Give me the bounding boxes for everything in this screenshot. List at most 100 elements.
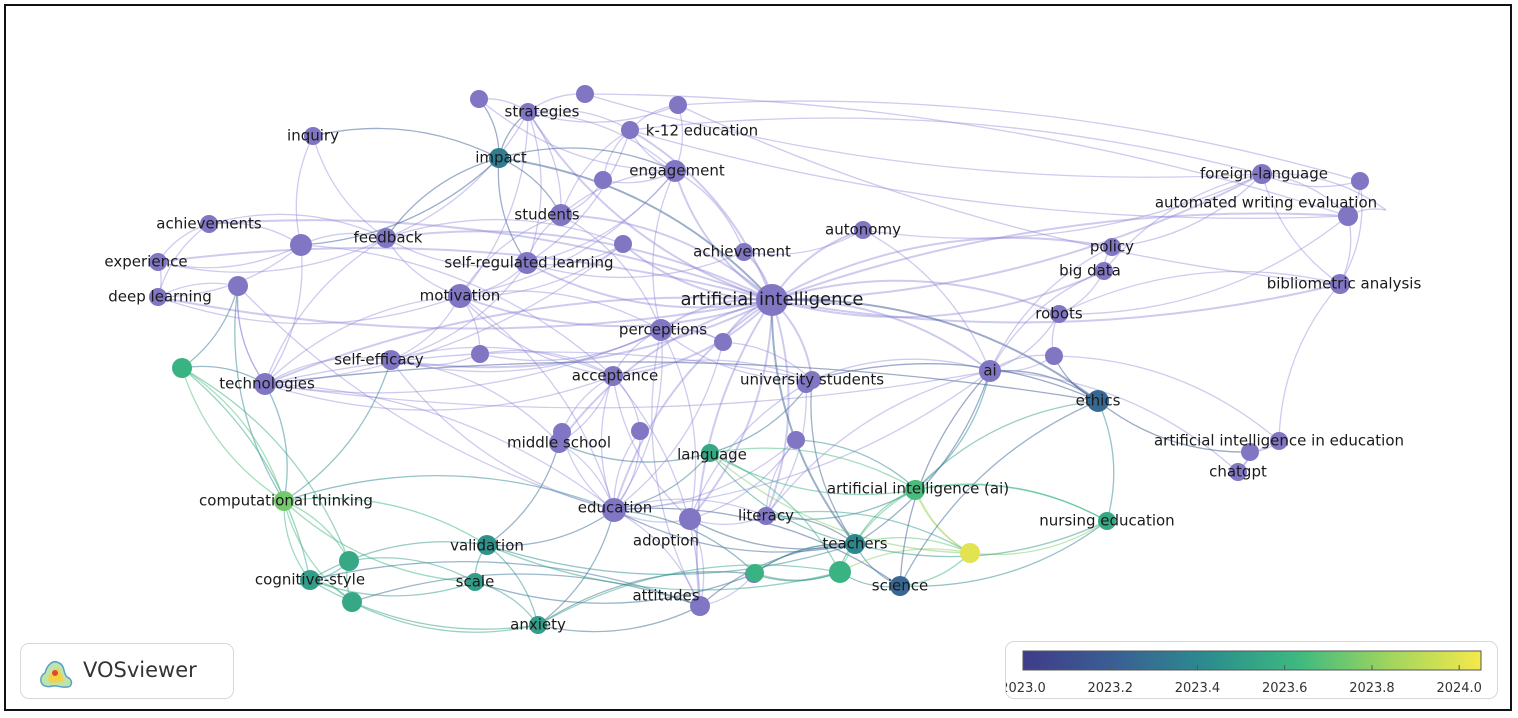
node[interactable] xyxy=(470,90,488,108)
node-label[interactable]: self-regulated learning xyxy=(444,254,613,272)
node-label[interactable]: adoption xyxy=(633,532,699,550)
node-label[interactable]: achievement xyxy=(693,243,791,261)
node-teachers[interactable] xyxy=(845,534,865,554)
node[interactable] xyxy=(1045,347,1063,365)
node-label[interactable]: engagement xyxy=(629,162,725,180)
node-label[interactable]: technologies xyxy=(219,375,315,393)
node[interactable] xyxy=(669,96,687,114)
node-label[interactable]: robots xyxy=(1035,305,1083,323)
node-chatgpt[interactable] xyxy=(1229,463,1247,481)
node-robots[interactable] xyxy=(1050,305,1068,323)
node-label[interactable]: foreign-language xyxy=(1200,165,1328,183)
node-label[interactable]: middle school xyxy=(507,434,611,452)
node-anxiety[interactable] xyxy=(529,616,547,634)
node[interactable] xyxy=(594,171,612,189)
node[interactable] xyxy=(746,564,764,582)
node-science[interactable] xyxy=(890,576,910,596)
node-self-efficacy[interactable] xyxy=(381,350,401,370)
node-label[interactable]: achievements xyxy=(156,215,262,233)
node-label[interactable]: literacy xyxy=(738,507,794,525)
node-big-data[interactable] xyxy=(1095,262,1113,280)
node-label[interactable]: perceptions xyxy=(619,321,707,339)
node-adoption[interactable] xyxy=(679,508,701,530)
node[interactable] xyxy=(714,333,732,351)
node[interactable] xyxy=(614,235,632,253)
node-achievement[interactable] xyxy=(735,243,753,261)
node-foreign-language[interactable] xyxy=(1252,164,1272,184)
node-label[interactable]: feedback xyxy=(354,229,423,247)
node-artificial-intelligence-in-education[interactable] xyxy=(1270,432,1288,450)
node-label[interactable]: university students xyxy=(740,371,884,389)
node-label[interactable]: computational thinking xyxy=(199,492,373,510)
node-strategies[interactable] xyxy=(519,103,537,121)
node-nursing-education[interactable] xyxy=(1098,512,1116,530)
node-label[interactable]: artificial intelligence (ai) xyxy=(827,480,1009,498)
node-language[interactable] xyxy=(701,444,719,462)
node[interactable] xyxy=(787,431,805,449)
node-artificial-intelligence[interactable] xyxy=(756,284,788,316)
node-label[interactable]: chatgpt xyxy=(1209,463,1267,481)
node[interactable] xyxy=(228,276,248,296)
node-label[interactable]: inquiry xyxy=(287,127,339,145)
node-computational-thinking[interactable] xyxy=(274,491,294,511)
node-label[interactable]: validation xyxy=(450,537,524,555)
node-label[interactable]: k-12 education xyxy=(646,122,758,140)
node-motivation[interactable] xyxy=(448,284,472,308)
node-label[interactable]: self-efficacy xyxy=(334,351,424,369)
node[interactable] xyxy=(631,422,649,440)
node[interactable] xyxy=(797,375,815,393)
node-literacy[interactable] xyxy=(757,507,775,525)
node[interactable] xyxy=(553,423,571,441)
node-students[interactable] xyxy=(550,204,572,226)
node-label[interactable]: cognitive-style xyxy=(255,571,365,589)
node-label[interactable]: acceptance xyxy=(572,367,659,385)
node-attitudes[interactable] xyxy=(690,596,710,616)
node-inquiry[interactable] xyxy=(304,127,322,145)
node[interactable] xyxy=(829,561,851,583)
node-label[interactable]: attitudes xyxy=(632,587,699,605)
node-technologies[interactable] xyxy=(254,373,276,395)
node-label[interactable]: policy xyxy=(1090,238,1134,256)
node-engagement[interactable] xyxy=(664,160,686,182)
node-label[interactable]: motivation xyxy=(420,287,501,305)
node-automated-writing-evaluation[interactable] xyxy=(1338,206,1358,226)
node-achievements[interactable] xyxy=(200,215,218,233)
node-label[interactable]: autonomy xyxy=(825,221,901,239)
node-label[interactable]: deep learning xyxy=(108,288,211,306)
node[interactable] xyxy=(960,543,980,563)
node[interactable] xyxy=(576,85,594,103)
node-k-12-education[interactable] xyxy=(621,121,639,139)
node-label[interactable]: anxiety xyxy=(510,616,566,634)
node-label[interactable]: teachers xyxy=(822,535,887,553)
node-feedback[interactable] xyxy=(376,228,396,248)
node-label[interactable]: ai xyxy=(983,362,996,380)
node-label[interactable]: artificial intelligence in education xyxy=(1154,432,1404,450)
node-label[interactable]: ethics xyxy=(1076,392,1121,410)
node-policy[interactable] xyxy=(1103,238,1121,256)
node-label[interactable]: bibliometric analysis xyxy=(1267,275,1422,293)
node-self-regulated-learning[interactable] xyxy=(516,252,538,274)
node[interactable] xyxy=(342,592,362,612)
node-perceptions[interactable] xyxy=(650,319,672,341)
node-label[interactable]: impact xyxy=(475,149,527,167)
node-ethics[interactable] xyxy=(1087,390,1109,412)
node-label[interactable]: education xyxy=(578,499,652,517)
node-label[interactable]: strategies xyxy=(505,103,580,121)
node-label[interactable]: students xyxy=(514,206,579,224)
node-label[interactable]: nursing education xyxy=(1039,512,1174,530)
node-label[interactable]: language xyxy=(677,446,747,464)
node-deep-learning[interactable] xyxy=(149,288,167,306)
node[interactable] xyxy=(1351,172,1369,190)
node-scale[interactable] xyxy=(466,573,484,591)
node[interactable] xyxy=(172,358,192,378)
node-autonomy[interactable] xyxy=(854,221,872,239)
node[interactable] xyxy=(471,345,489,363)
node-validation[interactable] xyxy=(477,535,497,555)
node-impact[interactable] xyxy=(489,148,509,168)
node[interactable] xyxy=(905,480,925,500)
node-acceptance[interactable] xyxy=(603,366,623,386)
node-experience[interactable] xyxy=(149,253,167,271)
node[interactable] xyxy=(1241,443,1259,461)
node-label[interactable]: big data xyxy=(1059,262,1121,280)
node-label[interactable]: artificial intelligence xyxy=(681,289,864,310)
